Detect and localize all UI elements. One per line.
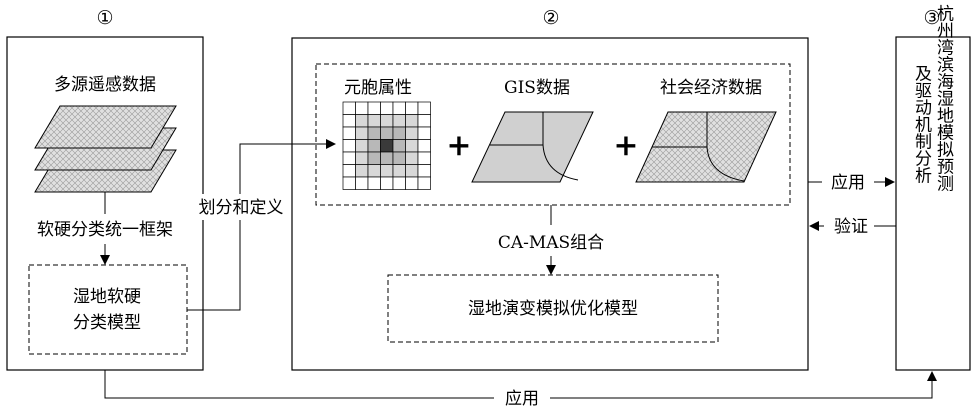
- stacked-layers-icon: [34, 105, 177, 193]
- panel-3-column-2: 及驱动机制分析: [911, 65, 932, 184]
- grid-cell: [405, 114, 419, 128]
- grid-cell: [355, 139, 369, 153]
- grid-cell: [367, 114, 381, 128]
- grid-cell: [392, 114, 406, 128]
- ca-mas-label: CA-MAS组合: [498, 233, 604, 253]
- grid-cell: [355, 164, 369, 178]
- grid-cell: [405, 139, 419, 153]
- remote-sensing-title: 多源遥感数据: [54, 75, 156, 95]
- grid-cell: [355, 176, 369, 190]
- grid-cell: [405, 126, 419, 140]
- inputs-dashed-box: [315, 63, 791, 206]
- framework-label: 软硬分类统一框架: [37, 220, 173, 240]
- grid-cell: [367, 139, 381, 153]
- plus-sign-1: +: [446, 128, 471, 163]
- grid-cell: [380, 151, 394, 165]
- cell-attributes-title: 元胞属性: [344, 78, 412, 98]
- grid-cell: [417, 101, 431, 115]
- model-line-2: 分类模型: [73, 313, 141, 333]
- panel-3-column-1: 杭州湾滨海湿地模拟预测: [933, 4, 954, 192]
- grid-cell: [355, 126, 369, 140]
- grid-cell: [417, 126, 431, 140]
- verify-label-bg: [824, 216, 874, 236]
- grid-cell: [392, 126, 406, 140]
- grid-cell: [342, 114, 356, 128]
- grid-cell: [417, 164, 431, 178]
- grid-cell: [367, 126, 381, 140]
- socioeconomic-layer-icon: [635, 111, 777, 183]
- bottom-apply-label: 应用: [505, 389, 539, 409]
- apply-label-bg: [822, 172, 874, 192]
- grid-cell: [367, 164, 381, 178]
- socioeconomic-title: 社会经济数据: [660, 78, 762, 98]
- grid-cell: [417, 139, 431, 153]
- divide-define-bg: [188, 194, 294, 220]
- divide-define-arrow: [187, 139, 336, 311]
- gis-layer-icon: [471, 111, 594, 183]
- marker-3: ③: [923, 7, 940, 29]
- grid-cell: [355, 101, 369, 115]
- grid-cell: [342, 164, 356, 178]
- grid-cell: [405, 101, 419, 115]
- grid-cell: [380, 164, 394, 178]
- grid-cell: [405, 164, 419, 178]
- panel-3-box: [895, 36, 971, 371]
- grid-cell: [417, 114, 431, 128]
- grid-cell: [417, 151, 431, 165]
- verify-label: 验证: [834, 217, 868, 237]
- grid-cell: [380, 101, 394, 115]
- divide-define-label: 划分和定义: [199, 198, 284, 218]
- grid-cell: [367, 151, 381, 165]
- panel-2-box: [291, 37, 809, 371]
- grid-cell: [342, 101, 356, 115]
- grid-cell: [380, 114, 394, 128]
- grid-cell: [355, 114, 369, 128]
- grid-cell: [392, 176, 406, 190]
- grid-cell: [342, 151, 356, 165]
- classification-model-box: [28, 264, 188, 355]
- grid-cell: [392, 151, 406, 165]
- grid-cell: [380, 126, 394, 140]
- grid-cell: [367, 101, 381, 115]
- marker-1: ①: [96, 7, 113, 29]
- grid-cell: [342, 126, 356, 140]
- plus-sign-2: +: [613, 128, 638, 163]
- grid-cell: [355, 151, 369, 165]
- grid-cell: [392, 164, 406, 178]
- grid-cell: [342, 176, 356, 190]
- model-line-1: 湿地软硬: [73, 287, 141, 307]
- grid-cell: [417, 176, 431, 190]
- apply-label: 应用: [831, 173, 865, 193]
- cell-grid-icon: [342, 101, 431, 190]
- marker-2: ②: [542, 7, 559, 29]
- grid-cell: [405, 151, 419, 165]
- gis-data-title: GIS数据: [504, 78, 570, 98]
- grid-cell: [380, 176, 394, 190]
- grid-cell: [405, 176, 419, 190]
- optimization-model-label: 湿地演变模拟优化模型: [468, 299, 638, 319]
- grid-cell: [392, 139, 406, 153]
- grid-cell: [392, 101, 406, 115]
- bottom-apply-label-bg: [494, 388, 550, 408]
- grid-cell: [367, 176, 381, 190]
- grid-cell: [380, 139, 394, 153]
- optimization-model-box: [387, 274, 719, 343]
- grid-cell: [342, 139, 356, 153]
